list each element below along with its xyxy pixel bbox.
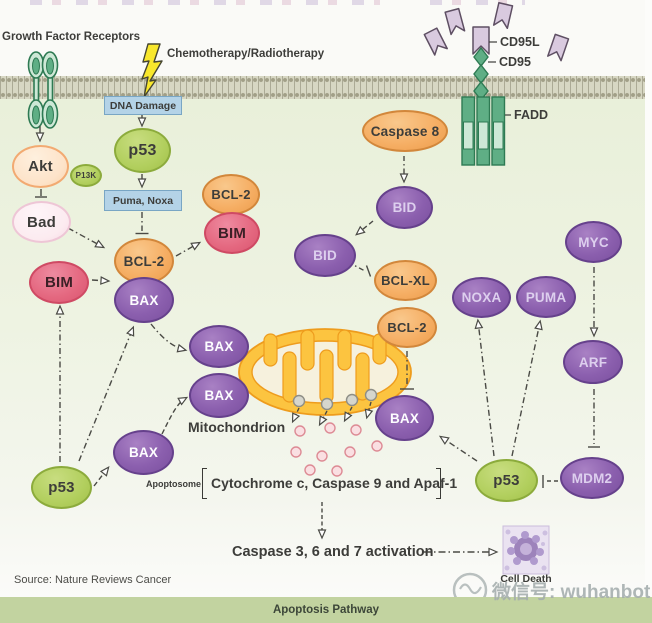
lightning-bolt-icon [141, 43, 163, 98]
box-dna-damage: DNA Damage [104, 96, 182, 115]
footer-title: Apoptosis Pathway [272, 604, 380, 616]
node-bim-left: BIM [29, 261, 89, 304]
watermark-text: 微信号: wuhanbot [492, 582, 651, 603]
node-noxa: NOXA [452, 277, 511, 318]
node-bad: Bad [12, 201, 71, 243]
node-p13k: P13K [70, 164, 102, 187]
node-puma: PUMA [516, 276, 576, 318]
cell-death-image [502, 525, 550, 575]
node-bcl2-pair: BCL-2 [202, 174, 260, 215]
right-margin [645, 0, 652, 597]
left-bracket [202, 468, 207, 499]
node-mdm2: MDM2 [560, 457, 624, 499]
cd95-label: CD95 [499, 55, 531, 69]
node-caspase8: Caspase 8 [362, 110, 448, 152]
node-p53-top: p53 [114, 128, 171, 173]
node-p53-right: p53 [475, 459, 538, 502]
pathway-arrows [35, 114, 600, 557]
node-myc: MYC [565, 221, 622, 263]
apoptosome-contents-label: Cytochrome c, Caspase 9 and Apaf-1 [211, 475, 458, 491]
cytochrome-c-dots [290, 418, 389, 477]
node-bax-2: BAX [189, 325, 249, 368]
footer-bar: Apoptosis Pathway [0, 597, 652, 623]
box-puma-noxa: Puma, Noxa [104, 190, 182, 211]
node-bid-upper: BID [376, 186, 433, 229]
right-bracket [436, 468, 441, 499]
mitochondrion-graphic [238, 328, 412, 416]
apoptosome-label: Apoptosome [146, 479, 201, 489]
cd95l-label: CD95L [500, 35, 540, 49]
node-bax-3: BAX [189, 373, 249, 418]
node-akt: Akt [12, 145, 69, 188]
node-bax-central: BAX [114, 277, 174, 323]
caspase-activation-label: Caspase 3, 6 and 7 activation [232, 544, 434, 560]
node-arf: ARF [563, 340, 623, 384]
fadd-label: FADD [514, 108, 549, 122]
node-p53-left: p53 [31, 466, 92, 509]
node-bcl2-right: BCL-2 [377, 307, 437, 348]
cropped-title-remnant [30, 0, 380, 5]
node-bax-right: BAX [375, 395, 434, 441]
node-bax-low: BAX [113, 430, 174, 475]
cropped-title-remnant [430, 0, 525, 5]
node-bim-pair: BIM [204, 212, 260, 254]
cytochrome-release-sites [292, 388, 378, 411]
cd95-fadd-receptor-complex [461, 41, 511, 166]
node-bid-lower: BID [294, 234, 356, 277]
chemo-radiotherapy-label: Chemotherapy/Radiotherapy [167, 48, 325, 60]
node-bclxl: BCL-XL [374, 260, 437, 301]
growth-factor-receptors-label: Growth Factor Receptors [2, 31, 141, 43]
growth-factor-receptor-icon [27, 51, 59, 129]
source-credit: Source: Nature Reviews Cancer [14, 574, 172, 586]
mitochondrion-label: Mitochondrion [188, 419, 286, 435]
cell-death-label: Cell Death [500, 573, 552, 585]
cd95l-ligand-flags [423, 1, 570, 62]
